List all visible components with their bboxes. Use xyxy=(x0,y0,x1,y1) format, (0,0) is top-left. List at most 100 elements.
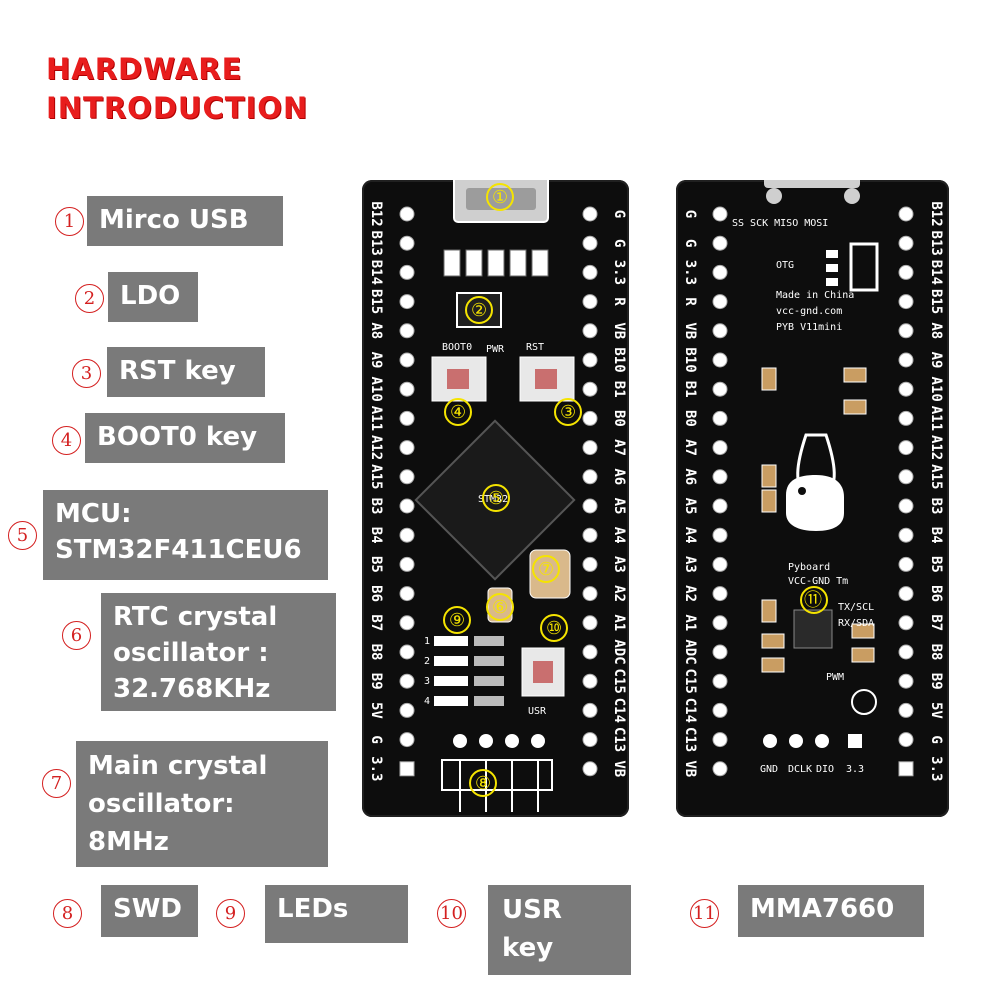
front-left-pin-labels: B12B13B14B15A8A9A10A11A12A15B3B4B5B6B7B8… xyxy=(368,201,384,781)
front-right-pin-hole xyxy=(582,235,598,251)
back-left-pin-hole xyxy=(712,264,728,280)
back-right-pin-label: 3.3 xyxy=(928,756,944,781)
back-left-pin-hole xyxy=(712,206,728,222)
back-board: OTG Made in China vcc-gnd.com PYB V11min… xyxy=(676,180,949,817)
feature-label-main-line-1: Main crystal xyxy=(88,751,268,781)
back-left-pin-label: A7 xyxy=(682,439,698,456)
front-marker-2: ② xyxy=(465,296,493,324)
back-right-pin-labels: B12B13B14B15A8A9A10A11A12A15B3B4B5B6B7B8… xyxy=(928,201,944,781)
front-right-pin-label: R xyxy=(611,297,627,306)
back-board-art: OTG Made in China vcc-gnd.com PYB V11min… xyxy=(682,180,944,781)
back-right-pin-label: 5V xyxy=(928,702,944,719)
back-left-pin-label: A2 xyxy=(682,585,698,602)
svg-text:③: ③ xyxy=(560,402,576,423)
front-left-pin-hole xyxy=(399,586,415,602)
front-left-pin-hole xyxy=(399,410,415,426)
back-right-pin-hole xyxy=(898,673,914,689)
front-right-pin-hole xyxy=(582,352,598,368)
back-left-pin-label: C15 xyxy=(682,669,698,694)
back-left-pin-hole xyxy=(712,469,728,485)
feature-number-11: 11 xyxy=(690,898,719,928)
front-board-art: BOOT0 RST PWR STM32 1 2 3 4 USR xyxy=(368,180,627,812)
front-left-pin-hole xyxy=(399,644,415,660)
feature-label-boot0-key: BOOT0 key xyxy=(85,413,285,463)
back-right-pin-label: B14 xyxy=(928,260,944,285)
back-swd-3v3: 3.3 xyxy=(846,764,864,775)
back-left-pin-hole xyxy=(712,732,728,748)
front-right-pin-label: C13 xyxy=(611,727,627,752)
front-marker-1: ① xyxy=(486,183,514,211)
feature-label-rtc-line-3: 32.768KHz xyxy=(113,674,271,704)
front-led-number-2: 2 xyxy=(424,656,430,667)
front-left-pin-label: B7 xyxy=(368,614,384,631)
front-right-pin-hole xyxy=(582,323,598,339)
front-left-pin-hole xyxy=(399,673,415,689)
back-left-pin-hole xyxy=(712,702,728,718)
back-mma7660-chip xyxy=(793,609,833,649)
front-right-pin-label: VB xyxy=(611,760,627,777)
front-right-pin-hole xyxy=(582,673,598,689)
back-left-pin-label: A1 xyxy=(682,614,698,631)
back-right-pin-hole xyxy=(898,702,914,718)
feature-label-usr-line-1: USR xyxy=(502,895,562,925)
title-line-2: INTRODUCTION xyxy=(46,91,309,125)
back-left-pin-label: B1 xyxy=(682,381,698,398)
front-right-pin-label: 3.3 xyxy=(611,260,627,285)
back-swd-dio: DIO xyxy=(816,764,834,775)
feature-number-10: 10 xyxy=(437,898,466,928)
back-made-in-silk: Made in China xyxy=(776,290,854,301)
svg-text:⑩: ⑩ xyxy=(546,618,562,639)
feature-label-mcu-line-2: STM32F411CEU6 xyxy=(55,535,302,565)
front-right-pin-holes xyxy=(582,206,598,777)
feature-number-3: 3 xyxy=(72,358,101,388)
front-right-pin-hole xyxy=(582,440,598,456)
feature-label-mcu-line-1: MCU: xyxy=(55,499,132,529)
front-left-pin-label: B3 xyxy=(368,498,384,515)
front-right-pin-hole xyxy=(582,498,598,514)
back-right-pin-hole xyxy=(898,527,914,543)
back-right-pin-holes xyxy=(898,206,914,777)
front-left-pin-hole xyxy=(399,702,415,718)
front-left-pin-label: A11 xyxy=(368,406,384,431)
front-left-pin-label: A9 xyxy=(368,352,384,369)
back-left-pin-label: A4 xyxy=(682,527,698,544)
back-right-pin-label: A15 xyxy=(928,464,944,489)
back-right-pin-hole xyxy=(898,498,914,514)
front-left-pin-hole xyxy=(399,615,415,631)
front-right-pin-hole xyxy=(582,586,598,602)
feature-number-6: 6 xyxy=(62,620,91,650)
back-brand-1-silk: Pyboard xyxy=(788,562,830,573)
front-marker-5: ⑤ xyxy=(482,484,510,512)
back-left-pin-hole xyxy=(712,644,728,660)
back-left-pin-hole xyxy=(712,527,728,543)
back-right-pin-label: A8 xyxy=(928,322,944,339)
front-right-pin-hole xyxy=(582,527,598,543)
front-right-pin-label: B1 xyxy=(611,381,627,398)
front-pwr-silk: PWR xyxy=(486,344,505,355)
front-left-pin-hole xyxy=(399,323,415,339)
back-right-pin-label: B13 xyxy=(928,231,944,256)
front-left-pin-label: B13 xyxy=(368,231,384,256)
back-otg-pads xyxy=(826,250,838,286)
front-left-pin-hole xyxy=(399,264,415,280)
front-left-pin-hole xyxy=(399,235,415,251)
front-left-pin-hole xyxy=(399,381,415,397)
front-rst-silk: RST xyxy=(526,342,544,353)
feature-number-4: 4 xyxy=(52,425,81,455)
front-right-pin-label: A7 xyxy=(611,439,627,456)
back-left-pin-label: C13 xyxy=(682,727,698,752)
back-left-pin-hole xyxy=(712,381,728,397)
front-left-pin-label: A8 xyxy=(368,322,384,339)
feature-label-main-line-3: 8MHz xyxy=(88,827,169,857)
front-left-pin-label: B15 xyxy=(368,289,384,314)
back-left-pin-hole xyxy=(712,673,728,689)
back-swd-gnd: GND xyxy=(760,764,778,775)
back-left-pin-labels: GG3.3RVBB10B1B0A7A6A5A4A3A2A1ADCC15C14C1… xyxy=(682,210,698,777)
front-mcu-marking: STM32 xyxy=(478,494,508,505)
front-led-number-4: 4 xyxy=(424,696,430,707)
back-right-pin-hole xyxy=(898,206,914,222)
back-right-pin-hole xyxy=(898,732,914,748)
svg-text:⑪: ⑪ xyxy=(804,590,822,611)
feature-label-usr-key: USR key xyxy=(488,885,631,975)
front-marker-6: ⑥ xyxy=(486,593,514,621)
